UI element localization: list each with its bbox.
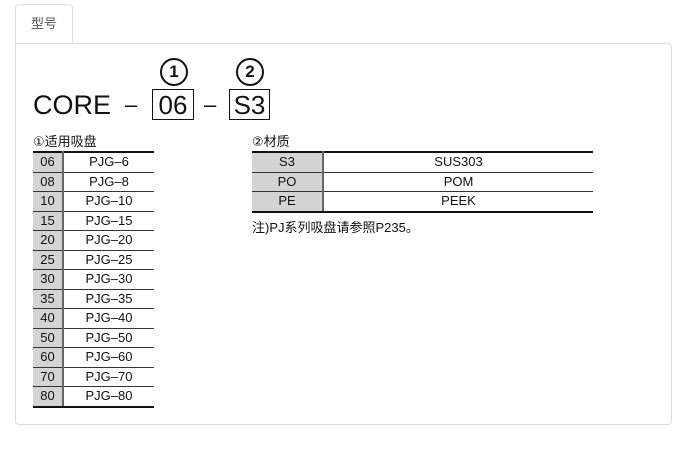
model-prefix: CORE xyxy=(33,90,112,120)
code-cell: 30 xyxy=(33,269,64,290)
value-cell: PEEK xyxy=(323,191,593,213)
code-cell: 70 xyxy=(33,367,64,387)
code-cell: 25 xyxy=(33,250,64,270)
code-cell: 15 xyxy=(33,211,64,231)
value-cell: PJG–80 xyxy=(63,386,154,408)
value-cell: PJG–30 xyxy=(63,269,154,290)
code-cell: 50 xyxy=(33,328,64,348)
code-cell: S3 xyxy=(252,151,324,173)
suction-title: ①适用吸盘 xyxy=(33,134,97,149)
material-title: ②材质 xyxy=(252,134,290,149)
marker-2: 2 xyxy=(236,58,264,86)
separator: – xyxy=(125,92,138,117)
value-cell: PJG–35 xyxy=(63,289,154,309)
value-cell: SUS303 xyxy=(323,151,593,173)
code-cell: 06 xyxy=(33,151,64,173)
code-cell: 20 xyxy=(33,230,64,251)
code-cell: 08 xyxy=(33,172,64,192)
value-cell: PJG–25 xyxy=(63,250,154,270)
code-cell: 35 xyxy=(33,289,64,309)
tab-model[interactable]: 型号 xyxy=(15,4,73,43)
code-cell: PO xyxy=(252,172,324,192)
code-cell: 10 xyxy=(33,191,64,212)
code-cell: 40 xyxy=(33,308,64,329)
marker-1: 1 xyxy=(160,58,188,86)
note: 注)PJ系列吸盘请参照P235。 xyxy=(252,220,419,235)
part1-box: 06 xyxy=(152,89,194,120)
value-cell: PJG–40 xyxy=(63,308,154,329)
content-panel xyxy=(15,43,672,425)
value-cell: PJG–10 xyxy=(63,191,154,212)
value-cell: PJG–6 xyxy=(63,151,154,173)
code-cell: 60 xyxy=(33,347,64,368)
value-cell: PJG–50 xyxy=(63,328,154,348)
code-cell: 80 xyxy=(33,386,64,408)
value-cell: PJG–60 xyxy=(63,347,154,368)
value-cell: PJG–70 xyxy=(63,367,154,387)
value-cell: PJG–15 xyxy=(63,211,154,231)
code-cell: PE xyxy=(252,191,324,213)
value-cell: PJG–20 xyxy=(63,230,154,251)
value-cell: POM xyxy=(323,172,593,192)
value-cell: PJG–8 xyxy=(63,172,154,192)
part2-box: S3 xyxy=(229,89,270,120)
separator: – xyxy=(204,92,217,117)
